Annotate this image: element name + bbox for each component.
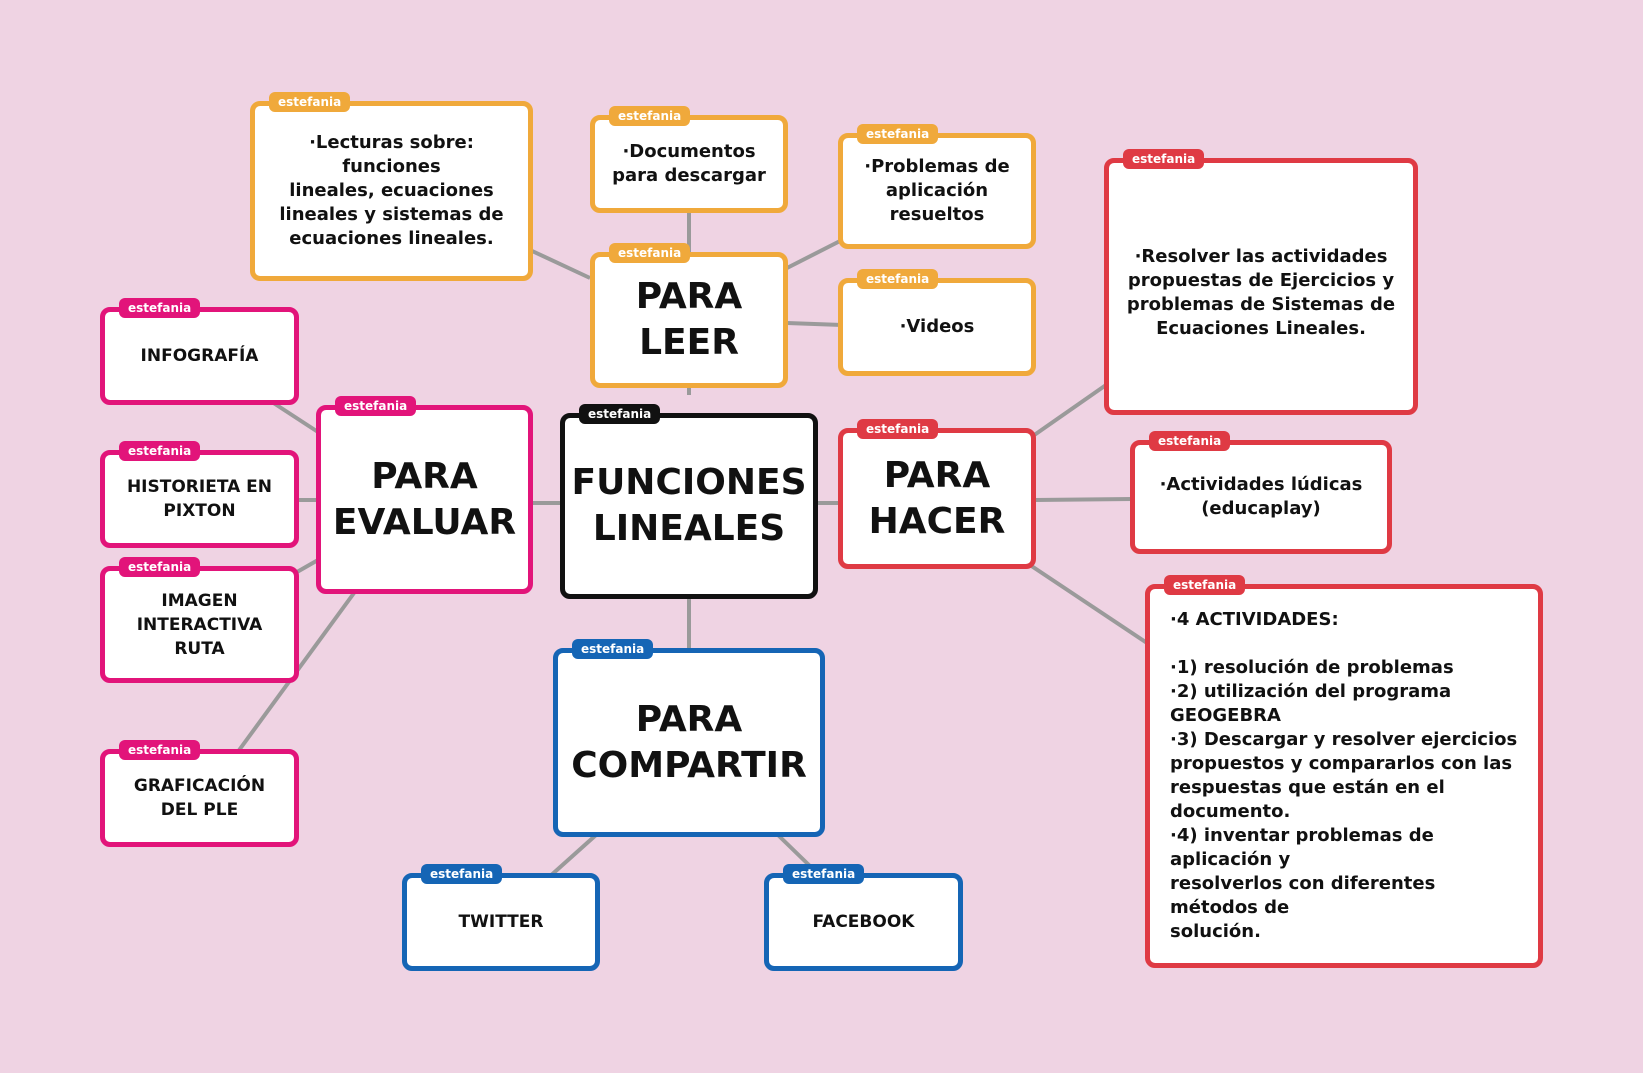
actividades-ludicas-node[interactable]: estefania ·Actividades lúdicas (educapla… (1130, 431, 1392, 554)
facebook-node[interactable]: estefania FACEBOOK (764, 864, 963, 971)
node-label: GRAFICACIÓN DEL PLE (133, 776, 266, 820)
twitter-node[interactable]: estefania TWITTER (402, 864, 600, 971)
para-hacer-node[interactable]: estefania PARA HACER (838, 419, 1036, 569)
author-tag: estefania (1123, 149, 1205, 169)
author-tag: estefania (572, 639, 654, 659)
author-tag: estefania (269, 92, 351, 112)
link-hacer-actividades (1028, 563, 1149, 645)
para-compartir-node[interactable]: estefania PARA COMPARTIR (553, 639, 825, 837)
node-label: PARA COMPARTIR (571, 698, 807, 786)
author-tag: estefania (857, 124, 939, 144)
node-label: ·Resolver las actividades propuestas de … (1126, 246, 1396, 339)
link-leer-lecturas (529, 248, 591, 280)
link-hacer-ludicas (1034, 497, 1133, 502)
node-label: IMAGEN INTERACTIVA RUTA (136, 590, 263, 659)
author-tag: estefania (783, 864, 865, 884)
author-tag: estefania (579, 404, 661, 424)
lecturas-node[interactable]: estefania ·Lecturas sobre: funciones lin… (250, 92, 533, 281)
link-compartir-facebook (776, 833, 814, 870)
node-label: INFOGRAFÍA (140, 346, 259, 366)
node-label: ·4 ACTIVIDADES: ·1) resolución de proble… (1170, 609, 1518, 942)
graficacion-ple-node[interactable]: estefania GRAFICACIÓN DEL PLE (100, 740, 299, 847)
author-tag: estefania (857, 269, 939, 289)
para-leer-node[interactable]: estefania PARA LEER (590, 243, 788, 388)
node-label: TWITTER (458, 912, 544, 932)
link-hacer-resolver (1028, 383, 1108, 440)
historieta-pixton-node[interactable]: estefania HISTORIETA EN PIXTON (100, 441, 299, 548)
author-tag: estefania (1149, 431, 1231, 451)
resolver-actividades-node[interactable]: estefania ·Resolver las actividades prop… (1104, 149, 1418, 415)
author-tag: estefania (1164, 575, 1246, 595)
node-label: ·Documentos para descargar (612, 141, 766, 186)
imagen-interactiva-node[interactable]: estefania IMAGEN INTERACTIVA RUTA (100, 557, 299, 683)
author-tag: estefania (609, 106, 691, 126)
author-tag: estefania (119, 298, 201, 318)
node-label: FACEBOOK (812, 912, 915, 932)
link-leer-videos (786, 321, 843, 327)
author-tag: estefania (609, 243, 691, 263)
link-evaluar-infografia (270, 400, 320, 434)
para-evaluar-node[interactable]: estefania PARA EVALUAR (316, 396, 533, 594)
author-tag: estefania (119, 441, 201, 461)
node-label: FUNCIONES LINEALES (571, 462, 807, 549)
author-tag: estefania (335, 396, 417, 416)
node-label: ·Lecturas sobre: funciones lineales, ecu… (279, 132, 504, 249)
node-label: ·Problemas de aplicación resueltos (864, 156, 1010, 225)
author-tag: estefania (857, 419, 939, 439)
author-tag: estefania (119, 557, 201, 577)
infografia-node[interactable]: estefania INFOGRAFÍA (100, 298, 299, 405)
author-tag: estefania (119, 740, 201, 760)
cuatro-actividades-node[interactable]: estefania ·4 ACTIVIDADES: ·1) resolución… (1145, 575, 1543, 968)
link-evaluar-imagen (296, 558, 319, 574)
link-compartir-twitter (546, 833, 598, 880)
node-label: PARA HACER (868, 454, 1006, 542)
node-label: ·Actividades lúdicas (educaplay) (1159, 474, 1363, 519)
link-leer-problemas (786, 238, 843, 270)
node-label: PARA LEER (635, 276, 743, 363)
center-node[interactable]: estefania FUNCIONES LINEALES (560, 404, 818, 599)
node-label: PARA EVALUAR (332, 455, 517, 543)
videos-node[interactable]: estefania ·Videos (838, 269, 1036, 376)
node-label: ·Videos (899, 316, 975, 337)
node-label: HISTORIETA EN PIXTON (126, 477, 273, 521)
documentos-node[interactable]: estefania ·Documentos para descargar (590, 106, 788, 213)
author-tag: estefania (421, 864, 503, 884)
problemas-resueltos-node[interactable]: estefania ·Problemas de aplicación resue… (838, 124, 1036, 249)
